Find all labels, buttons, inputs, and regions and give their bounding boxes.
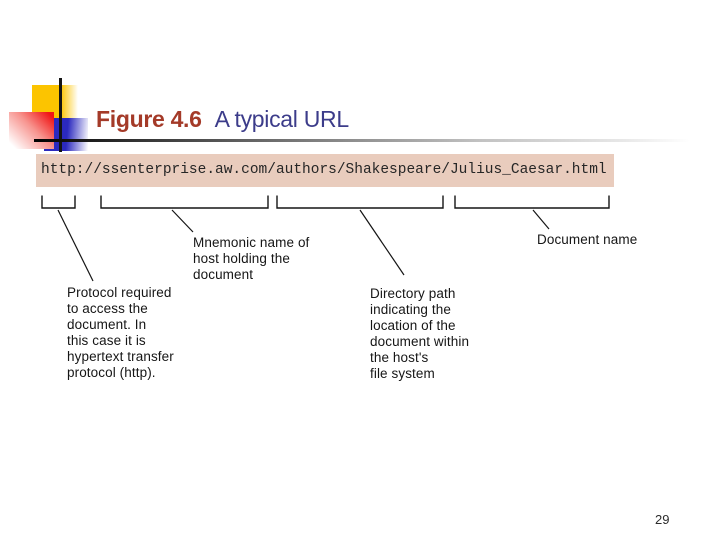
label-host: Mnemonic name of host holding the docume… [193, 235, 310, 282]
label-protocol: Protocol required to access the document… [67, 285, 174, 380]
bracket-document [454, 195, 610, 209]
label-document: Document name [537, 232, 638, 247]
decoration-vertical-line [59, 78, 62, 152]
bracket-directory [276, 195, 444, 209]
leader-protocol [57, 209, 94, 282]
page-number: 29 [655, 512, 670, 527]
label-directory: Directory path indicating the location o… [370, 286, 470, 381]
leader-document [532, 209, 550, 230]
leader-directory [359, 209, 405, 276]
bracket-host [100, 195, 269, 209]
bracket-protocol [41, 195, 76, 209]
underbrace-brackets [41, 195, 610, 209]
leader-host [171, 209, 194, 233]
url-text: http://ssenterprise.aw.com/authors/Shake… [41, 162, 607, 178]
url-box: http://ssenterprise.aw.com/authors/Shake… [36, 154, 614, 187]
page-title: A typical URL [214, 106, 349, 132]
slide-title-row: Figure 4.6 A typical URL [96, 104, 349, 134]
decoration-red-square [9, 112, 54, 149]
figure-label: Figure 4.6 [96, 106, 202, 132]
title-underline [34, 139, 690, 142]
leader-lines [57, 209, 550, 282]
